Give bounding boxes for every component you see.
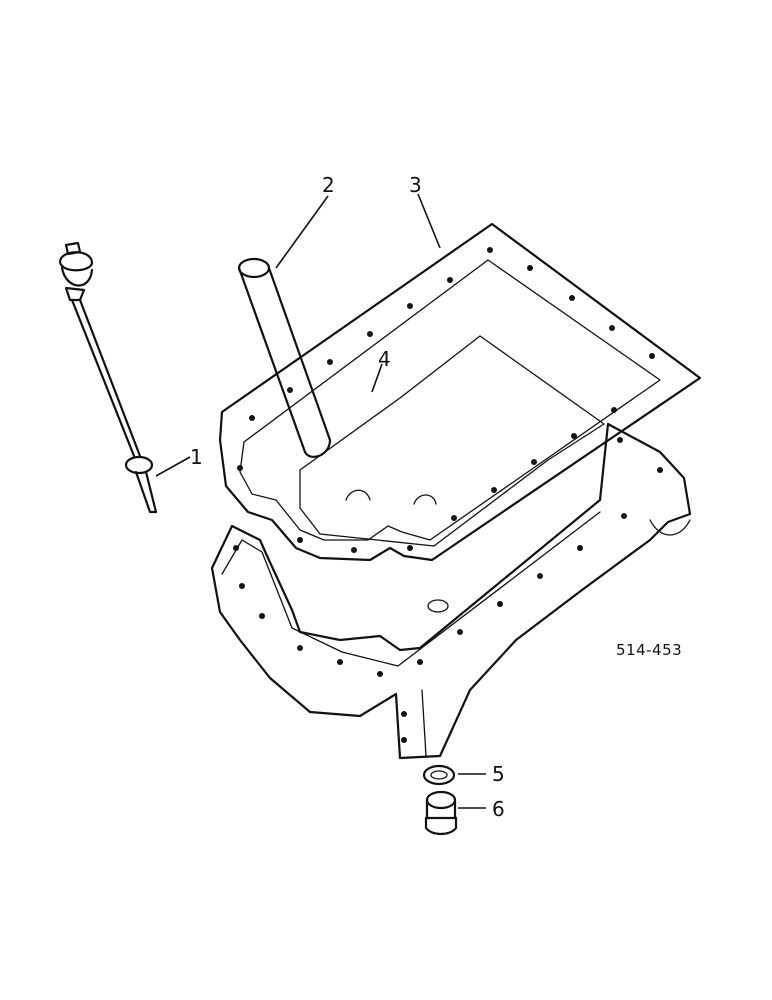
figure-code: 514-453 bbox=[616, 641, 682, 659]
drain-plug-washer bbox=[422, 764, 456, 786]
oil-pan bbox=[210, 335, 692, 760]
callout-5: 5 bbox=[492, 762, 505, 786]
filler-tube bbox=[237, 257, 332, 458]
dipstick bbox=[58, 241, 158, 514]
callout-3: 3 bbox=[409, 173, 422, 197]
callout-2: 2 bbox=[322, 173, 335, 197]
callout-1: 1 bbox=[190, 445, 203, 469]
callout-4: 4 bbox=[378, 347, 391, 371]
sump-gasket bbox=[218, 222, 702, 562]
leader-lines bbox=[155, 193, 486, 809]
drain-plug bbox=[424, 790, 458, 836]
callout-6: 6 bbox=[492, 797, 505, 821]
